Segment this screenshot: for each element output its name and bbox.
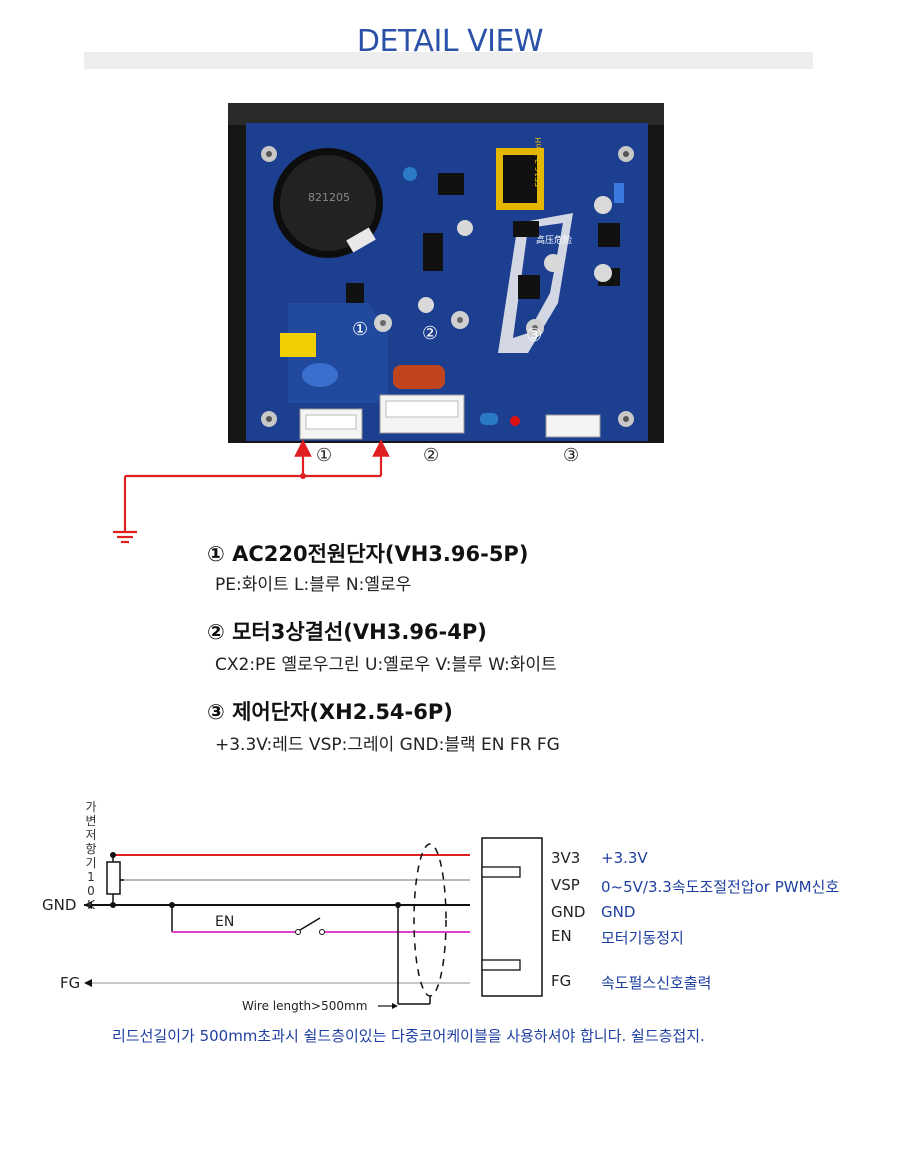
en-switch <box>299 917 321 931</box>
led-indicator <box>510 416 520 426</box>
potentiometer-label: 가변저항기 10K <box>85 800 97 912</box>
fg-arrow <box>84 979 92 987</box>
cable-shield <box>413 843 447 997</box>
fg-label: FG <box>60 974 81 992</box>
connector-2 <box>379 394 465 434</box>
gnd-arrow <box>84 901 92 909</box>
title-underline-bar <box>84 52 813 69</box>
svg-text:高压危险: 高压危险 <box>536 234 572 246</box>
ground-wiring <box>113 439 390 544</box>
potentiometer <box>106 861 121 895</box>
pin-en: EN <box>551 927 572 945</box>
board-callout-3: ③ <box>526 325 542 346</box>
film-capacitor <box>393 365 445 389</box>
board-callout-1: ① <box>352 319 368 340</box>
board-callout-2: ② <box>422 323 438 344</box>
pin-vsp-desc: 0~5V/3.3속도조절전압or PWM신호 <box>601 878 840 896</box>
gnd-label: GND <box>42 896 77 914</box>
pin-fg: FG <box>551 972 572 990</box>
connector-number-1: ① <box>316 445 333 466</box>
pin-3v3-desc: +3.3V <box>601 849 648 867</box>
motor-driver-board: 821205 EE16-2.7mH 高压危险 ① ② ③ <box>228 103 664 443</box>
svg-text:821205: 821205 <box>308 191 350 204</box>
bulk-capacitor: 821205 <box>273 148 383 258</box>
ic-chip-2 <box>438 173 464 195</box>
connector-1-detail: PE:화이트 L:블루 N:옐로우 <box>215 575 412 595</box>
svg-text:EE16-2.7mH: EE16-2.7mH <box>534 137 543 187</box>
ic-chip-3 <box>518 275 540 299</box>
varistor <box>302 363 338 387</box>
connector-2-detail: CX2:PE 옐로우그린 U:옐로우 V:블루 W:화이트 <box>215 655 557 675</box>
pin-vsp: VSP <box>551 876 580 894</box>
connector-1 <box>299 408 363 440</box>
connector-number-3: ③ <box>563 445 580 466</box>
ground-junction <box>300 473 306 479</box>
pin-en-desc: 모터기동정지 <box>601 929 684 947</box>
connector-1-heading: ① AC220전원단자(VH3.96-5P) <box>207 542 529 566</box>
pin-3v3: 3V3 <box>551 849 581 867</box>
connector-3-detail: +3.3V:레드 VSP:그레이 GND:블랙 EN FR FG <box>215 735 560 755</box>
heatsink-top-edge <box>228 103 664 125</box>
mounting-screws <box>261 146 634 427</box>
connector-2-heading: ② 모터3상결선(VH3.96-4P) <box>207 620 487 644</box>
transformer: EE16-2.7mH <box>496 137 544 210</box>
wire-length-note: Wire length>500mm <box>242 999 368 1013</box>
en-switch-label: EN <box>215 914 235 930</box>
connector-number-2: ② <box>423 445 440 466</box>
connector-3 <box>545 414 601 438</box>
connector-3-heading: ③ 제어단자(XH2.54-6P) <box>207 700 453 724</box>
shield-footnote: 리드선길이가 500mm초과시 쉴드층이있는 다중코어케이블을 사용하셔야 합니… <box>112 1027 705 1045</box>
pin-gnd-desc: GND <box>601 903 636 921</box>
pin-fg-desc: 속도펄스신호출력 <box>601 974 712 992</box>
pin-gnd: GND <box>551 903 586 921</box>
control-connector <box>481 837 543 997</box>
small-capacitors <box>418 196 612 313</box>
x-capacitor <box>280 333 316 357</box>
ic-chip <box>423 233 443 271</box>
